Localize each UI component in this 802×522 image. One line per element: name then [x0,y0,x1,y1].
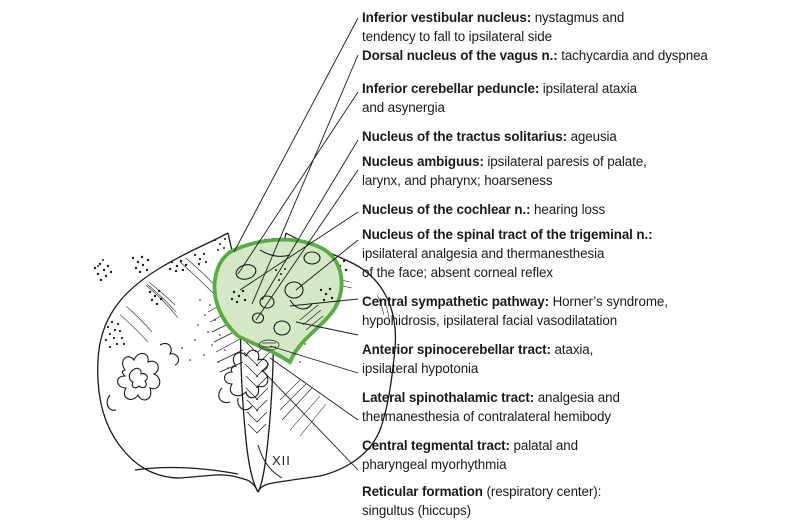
desc: nystagmus and [531,10,624,25]
label-dorsal-nucleus-vagus: Dorsal nucleus of the vagus n.: tachycar… [362,46,708,65]
desc-line-2: thermanesthesia of contralateral hemibod… [362,409,611,424]
left-inferior-olive [107,343,178,410]
term: Nucleus of the cochlear n.: [362,202,530,217]
left-stipple [94,238,229,369]
desc-line-2: singultus (hiccups) [362,503,471,518]
label-nucleus-ambiguus: Nucleus ambiguus: ipsilateral paresis of… [362,152,647,190]
desc: analgesia and [534,390,620,405]
desc: ipsilateral paresis of palate, [484,154,647,169]
desc-line-3: of the face; absent corneal reflex [362,265,553,280]
label-lateral-spinothalamic-tract: Lateral spinothalamic tract: analgesia a… [362,388,620,426]
desc: (respiratory center): [483,484,601,499]
desc: ageusia [567,129,617,144]
label-spinal-trigeminal-nucleus: Nucleus of the spinal tract of the trige… [362,225,652,282]
term: Nucleus of the tractus solitarius: [362,129,567,144]
term: Reticular formation [362,484,483,499]
lesion-area [214,240,341,362]
desc-line-2: tendency to fall to ipsilateral side [362,29,552,44]
term: Lateral spinothalamic tract: [362,390,534,405]
term: Central tegmental tract: [362,438,510,453]
term: Central sympathetic pathway: [362,294,549,309]
left-fibre-bundles [104,258,226,342]
nerve-xii-label: XII [272,453,291,468]
label-inferior-vestibular-nucleus: Inferior vestibular nucleus: nystagmus a… [362,8,624,46]
label-inferior-cerebellar-peduncle: Inferior cerebellar peduncle: ipsilatera… [362,79,637,117]
label-central-sympathetic-pathway: Central sympathetic pathway: Horner’s sy… [362,292,668,330]
term: Inferior vestibular nucleus: [362,10,531,25]
label-reticular-formation: Reticular formation (respiratory center)… [362,482,601,520]
desc-line-2: hypohidrosis, ipsilateral facial vasodil… [362,313,617,328]
desc-line-2: ipsilateral analgesia and thermanesthesi… [362,246,604,261]
desc: tachycardia and dyspnea [558,48,708,63]
desc-line-2: larynx, and pharynx; hoarseness [362,173,552,188]
term: Anterior spinocerebellar tract: [362,342,551,357]
desc: palatal and [510,438,578,453]
term: Inferior cerebellar peduncle: [362,81,539,96]
desc: Horner’s syndrome, [549,294,668,309]
label-nucleus-cochlear-nerve: Nucleus of the cochlear n.: hearing loss [362,200,605,219]
label-nucleus-tractus-solitarius: Nucleus of the tractus solitarius: ageus… [362,127,617,146]
label-anterior-spinocerebellar-tract: Anterior spinocerebellar tract: ataxia, … [362,340,593,378]
desc: ipsilateral ataxia [539,81,637,96]
desc: ataxia, [551,342,593,357]
desc: hearing loss [530,202,605,217]
term: Nucleus ambiguus: [362,154,484,169]
desc-line-2: ipsilateral hypotonia [362,361,478,376]
term: Dorsal nucleus of the vagus n.: [362,48,558,63]
term: Nucleus of the spinal tract of the trige… [362,227,652,242]
desc-line-2: and asynergia [362,100,445,115]
label-central-tegmental-tract: Central tegmental tract: palatal and pha… [362,436,578,474]
desc-line-2: pharyngeal myorhythmia [362,457,506,472]
